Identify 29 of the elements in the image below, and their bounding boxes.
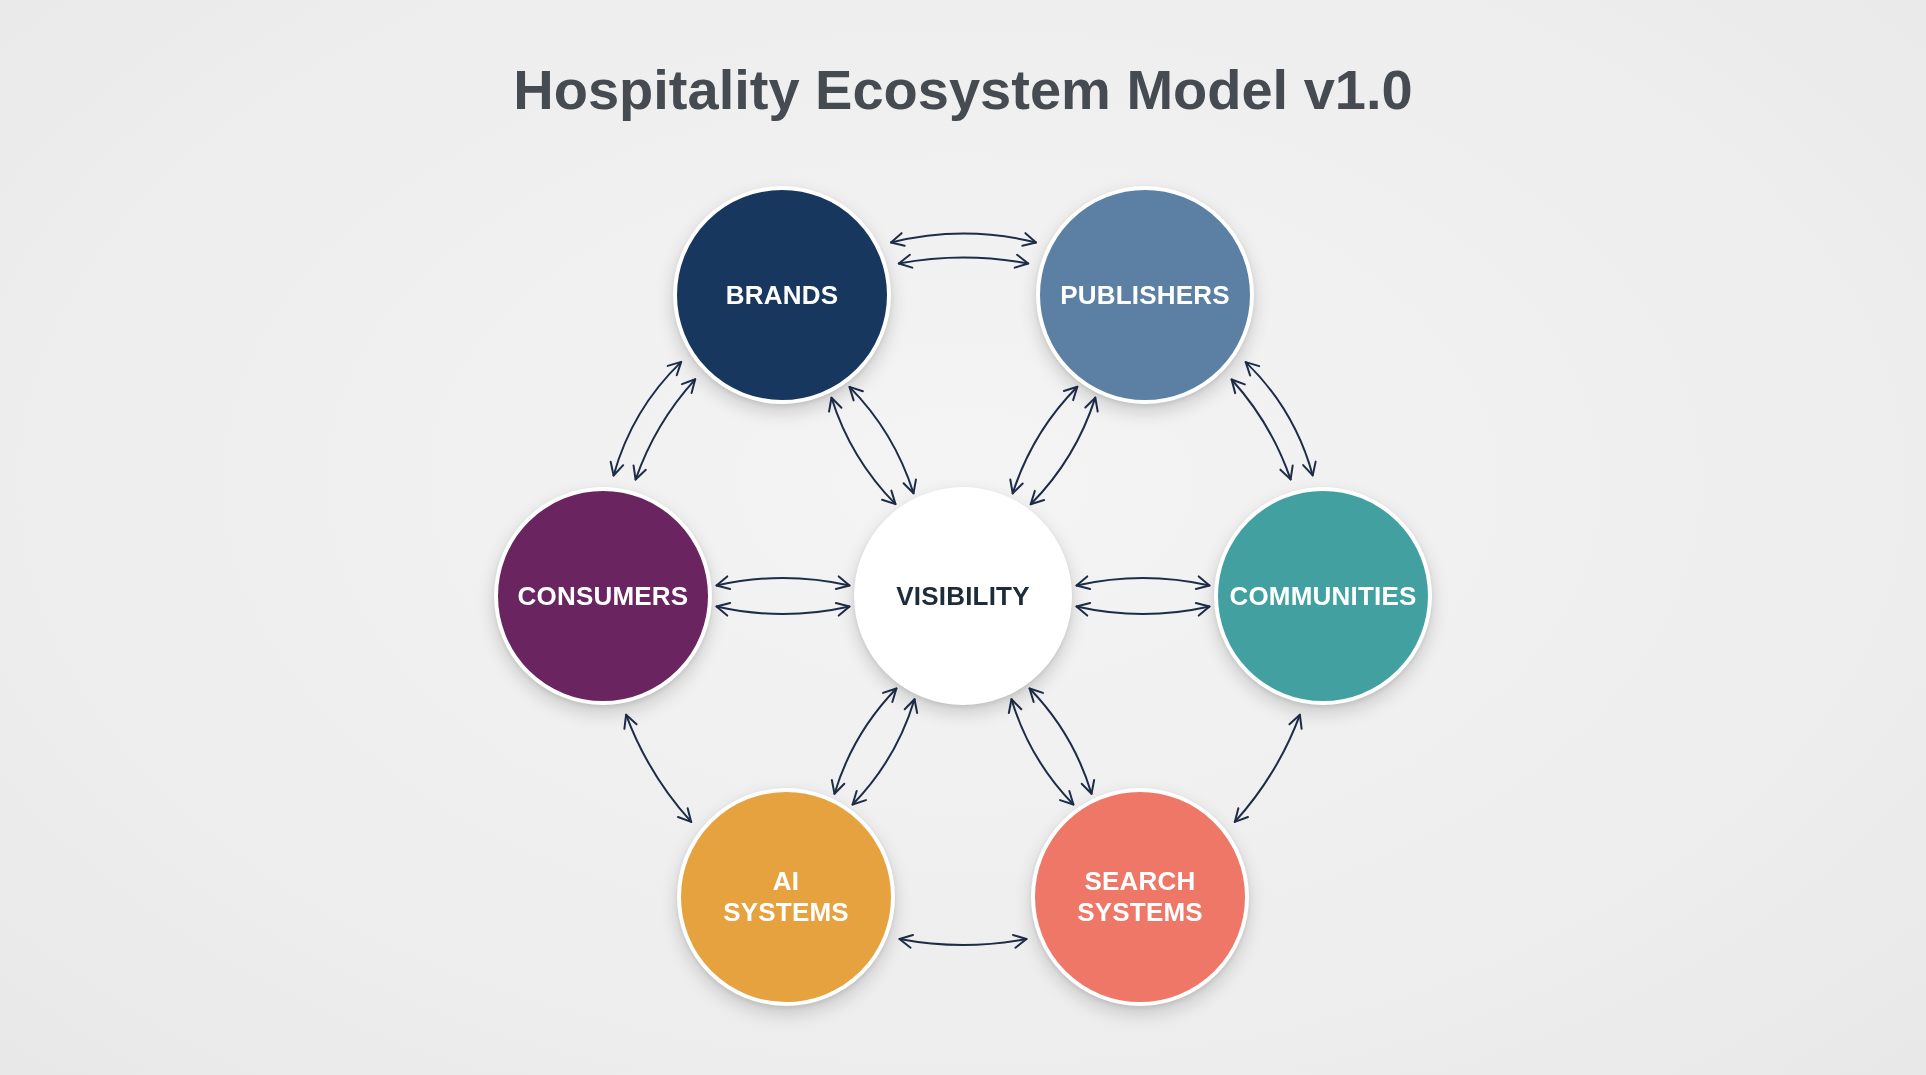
double-arrow	[828, 396, 897, 506]
double-arrow	[715, 601, 851, 617]
circle-label: SEARCH SYSTEMS	[1076, 866, 1204, 928]
circle-label: BRANDS	[725, 279, 839, 311]
double-arrow	[1230, 378, 1294, 481]
double-arrow	[1244, 361, 1317, 477]
circle-label: VISIBILITY	[896, 580, 1030, 612]
double-arrow	[1233, 713, 1303, 823]
double-arrow	[1008, 698, 1075, 806]
circle-label: COMMUNITIES	[1229, 580, 1417, 612]
circle-label: CONSUMERS	[517, 580, 689, 612]
double-arrow	[1029, 396, 1099, 506]
circle-label: AI SYSTEMS	[722, 866, 850, 928]
double-arrow	[1075, 575, 1211, 591]
double-arrow	[898, 933, 1028, 949]
diagram-title: Hospitality Ecosystem Model v1.0	[513, 58, 1413, 122]
double-arrow	[831, 687, 898, 795]
double-arrow	[1028, 687, 1095, 795]
double-arrow	[897, 254, 1030, 269]
double-arrow	[848, 385, 917, 495]
double-arrow	[890, 232, 1037, 248]
double-arrow	[609, 360, 683, 477]
double-arrow	[632, 378, 697, 481]
double-arrow	[623, 713, 693, 823]
double-arrow	[1009, 385, 1079, 495]
double-arrow	[715, 575, 851, 591]
double-arrow	[851, 698, 918, 806]
double-arrow	[1075, 601, 1211, 617]
circle-label: PUBLISHERS	[1060, 279, 1230, 311]
